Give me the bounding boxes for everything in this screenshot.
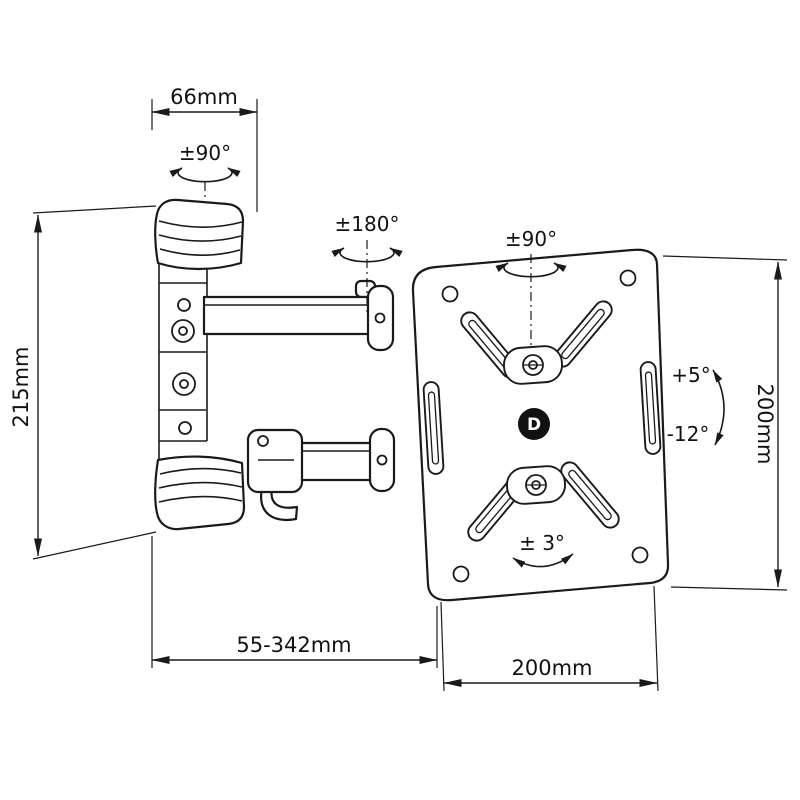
label-arm-swivel: ±180° bbox=[335, 212, 400, 236]
wall-swivel-indicator: ±90° bbox=[169, 141, 241, 201]
dimensions: 66mm 215mm 55-342mm 200mm 200mm bbox=[9, 85, 788, 692]
lower-arm-hinge-screw bbox=[257, 435, 269, 447]
mount-hole-top-right bbox=[619, 269, 637, 287]
wall-bracket-bottom-cap bbox=[154, 455, 246, 531]
cable-hook bbox=[260, 486, 299, 521]
tilt-arrow bbox=[712, 369, 725, 446]
dimension-extension-range: 55-342mm bbox=[151, 536, 438, 668]
upper-arm-screw bbox=[374, 312, 386, 324]
label-tilt-up: +5° bbox=[671, 363, 710, 387]
dim-label-66mm: 66mm bbox=[170, 85, 238, 109]
label-tilt-down: -12° bbox=[667, 422, 710, 446]
brand-logo-letter: D bbox=[527, 415, 541, 435]
mount-hole-top-left bbox=[441, 285, 459, 303]
vesa-plate: D bbox=[411, 248, 670, 602]
label-plate-swivel: ±90° bbox=[505, 227, 557, 251]
dim-label-200mm-width: 200mm bbox=[512, 656, 593, 680]
dim-label-200mm-height: 200mm bbox=[753, 384, 777, 465]
wall-bracket-hinge-column bbox=[158, 263, 208, 460]
label-level-adjust: ± 3° bbox=[519, 531, 565, 555]
dimension-plate-height: 200mm bbox=[662, 255, 788, 591]
lower-arm-screw bbox=[376, 454, 388, 466]
mount-hole-bottom-right bbox=[631, 546, 649, 564]
hinge-screw-bottom bbox=[178, 421, 192, 435]
x-slot-bottom-right bbox=[560, 461, 620, 529]
arm-swivel-indicator: ±180° bbox=[331, 212, 403, 313]
wall-swivel-arrow bbox=[169, 167, 241, 183]
wall-bracket-top-cap bbox=[154, 198, 245, 271]
dim-label-215mm: 215mm bbox=[9, 347, 33, 428]
dim-label-55-342mm: 55-342mm bbox=[236, 633, 351, 657]
dimension-plate-width: 200mm bbox=[440, 585, 659, 692]
level-rotation-arrow bbox=[512, 553, 574, 568]
wall-bracket bbox=[154, 198, 246, 531]
label-wall-swivel: ±90° bbox=[179, 141, 231, 165]
hinge-screw-top bbox=[177, 298, 191, 312]
upper-arm bbox=[202, 279, 395, 352]
lower-arm-hinge-block bbox=[246, 428, 304, 494]
upper-arm-bar bbox=[202, 295, 372, 336]
dimension-wall-plate-width: 66mm bbox=[151, 85, 258, 212]
tilt-boss-lower bbox=[506, 465, 566, 505]
side-slot-left bbox=[422, 381, 445, 475]
mount-hole-bottom-left bbox=[452, 565, 470, 583]
dimension-wall-plate-height: 215mm bbox=[9, 205, 157, 560]
brand-logo-icon: D bbox=[518, 408, 550, 440]
plate-swivel-indicator: ±90° bbox=[495, 227, 567, 348]
tilt-indicator: +5° -12° bbox=[667, 363, 725, 446]
tilt-boss-upper bbox=[503, 345, 563, 385]
level-rotation-indicator: ± 3° bbox=[512, 531, 574, 568]
side-slot-right bbox=[639, 361, 662, 455]
angle-annotations: ±90° ±180° ±90° +5° -12° ± 3° bbox=[169, 141, 725, 568]
lower-arm bbox=[246, 427, 396, 521]
